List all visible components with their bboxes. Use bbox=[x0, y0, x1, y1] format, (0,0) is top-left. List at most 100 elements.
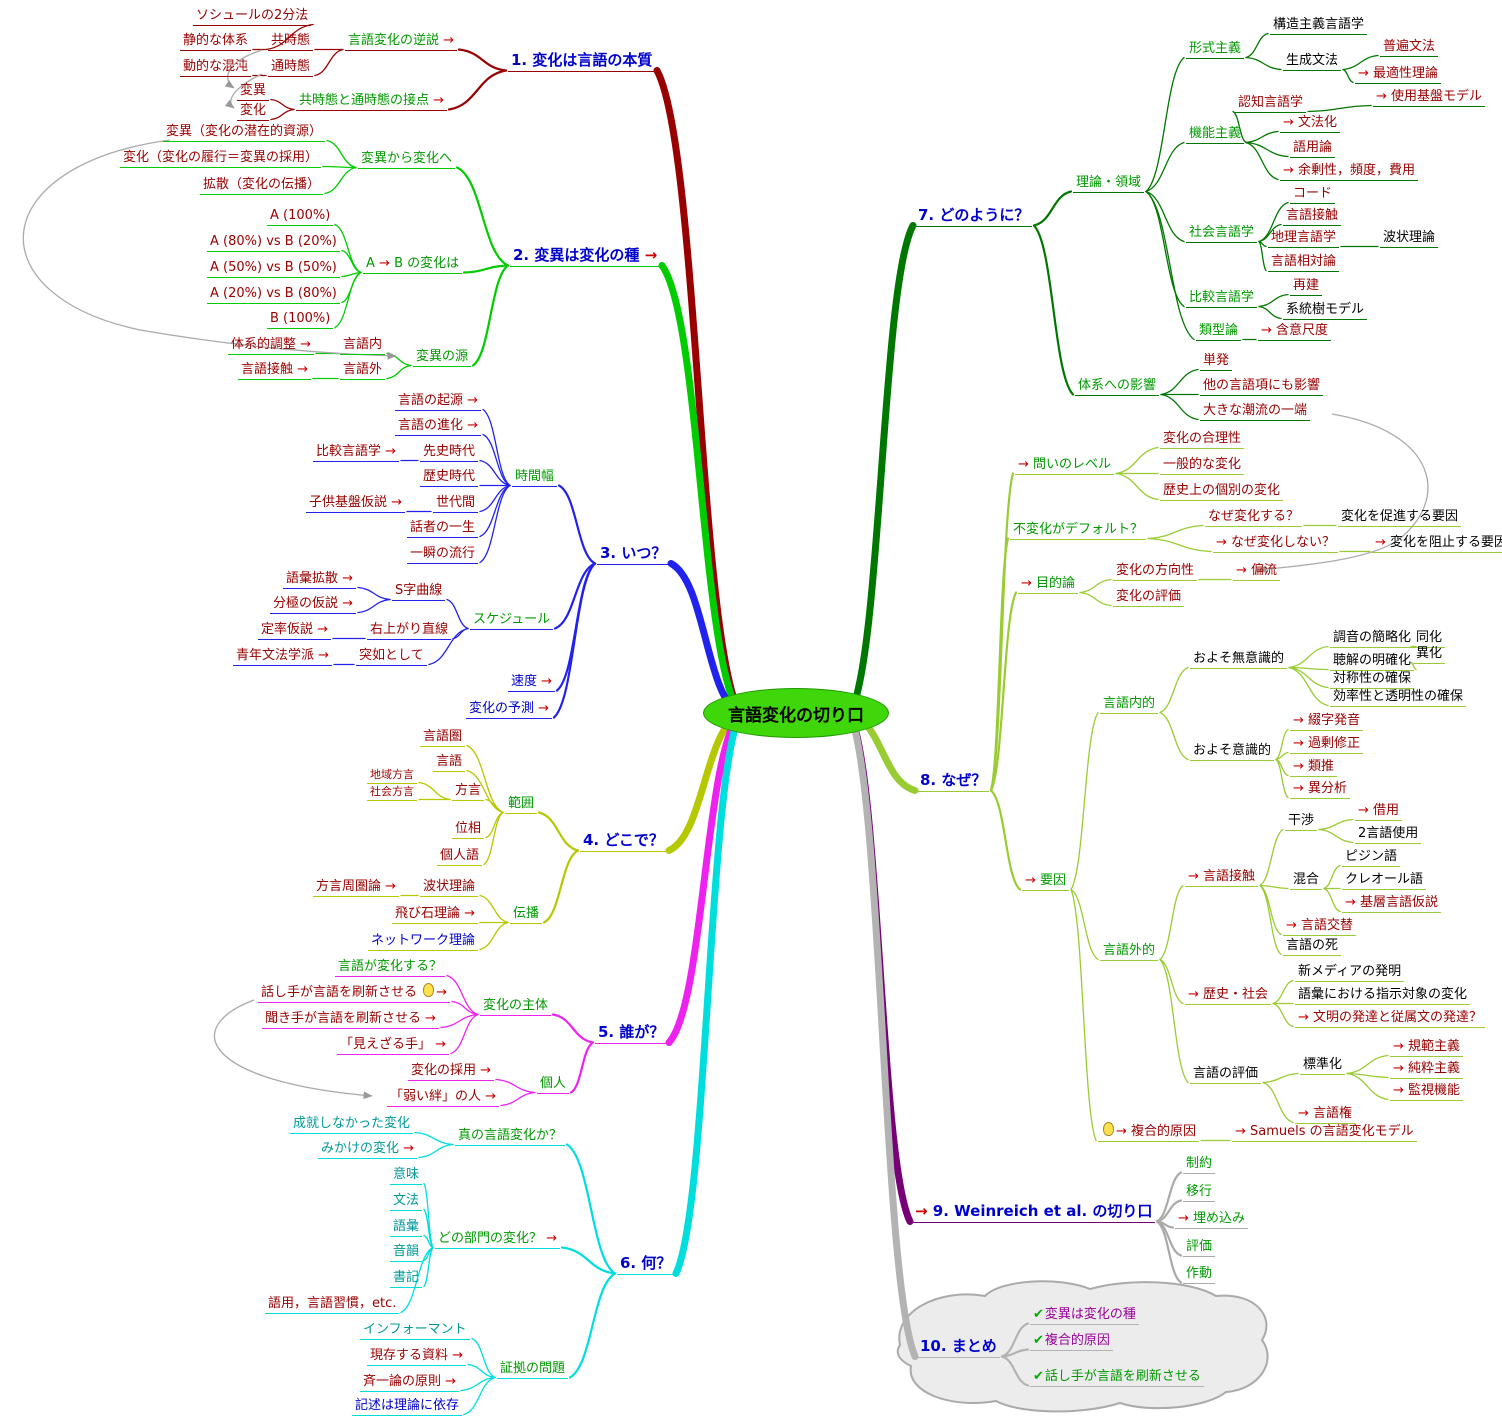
branch-8-node[interactable]: 8. なぜ？ bbox=[917, 770, 990, 792]
mindmap-node[interactable]: 言語の死 bbox=[1283, 936, 1342, 956]
mindmap-node[interactable]: 標準化 bbox=[1300, 1055, 1346, 1075]
mindmap-node[interactable]: 言語接触 bbox=[1283, 206, 1342, 226]
mindmap-node[interactable]: 言語 bbox=[433, 752, 466, 772]
mindmap-node[interactable]: 歴史時代 bbox=[420, 467, 479, 487]
mindmap-node[interactable]: 2言語使用 bbox=[1355, 824, 1422, 844]
mindmap-node[interactable]: 同化 bbox=[1413, 628, 1446, 648]
mindmap-node[interactable]: 時間幅 bbox=[512, 467, 558, 487]
mindmap-node[interactable]: 類型論 bbox=[1196, 321, 1242, 341]
mindmap-node[interactable]: 制約 bbox=[1183, 1154, 1216, 1174]
mindmap-node[interactable]: 波状理論 bbox=[1380, 228, 1439, 248]
mindmap-node[interactable]: 個人 bbox=[537, 1074, 570, 1094]
mindmap-node[interactable]: → 歴史・社会 bbox=[1185, 985, 1272, 1005]
mindmap-node[interactable]: 静的な体系 bbox=[180, 31, 252, 51]
mindmap-node[interactable]: 書記 bbox=[390, 1268, 423, 1288]
mindmap-node[interactable]: 体系への影響 bbox=[1075, 376, 1160, 396]
mindmap-node[interactable]: 作動 bbox=[1183, 1264, 1216, 1284]
mindmap-node[interactable]: 新メディアの発明 bbox=[1295, 962, 1405, 982]
mindmap-node[interactable]: 調音の簡略化 bbox=[1330, 628, 1415, 648]
mindmap-node[interactable]: 分極の仮説 → bbox=[270, 594, 357, 614]
mindmap-node[interactable]: 比較言語学 → bbox=[313, 442, 400, 462]
mindmap-node[interactable]: 話者の一生 bbox=[407, 518, 479, 538]
mindmap-node[interactable]: → 問いのレベル bbox=[1015, 455, 1115, 475]
mindmap-node[interactable]: 斉一論の原則 → bbox=[360, 1372, 460, 1392]
mindmap-node[interactable]: 言語変化の逆説 → bbox=[345, 31, 458, 51]
mindmap-node[interactable]: 変化 bbox=[237, 101, 270, 121]
mindmap-node[interactable]: みかけの変化 → bbox=[318, 1139, 418, 1159]
mindmap-node[interactable]: 言語外 bbox=[340, 360, 386, 380]
mindmap-node[interactable]: A (80%) vs B (20%) bbox=[207, 232, 340, 252]
mindmap-node[interactable]: 単発 bbox=[1200, 351, 1233, 371]
mindmap-node[interactable]: 聞き手が言語を刷新させる → bbox=[262, 1009, 440, 1029]
mindmap-node[interactable]: 異化 bbox=[1413, 644, 1446, 664]
mindmap-node[interactable]: 記述は理論に依存 bbox=[352, 1396, 463, 1416]
mindmap-node[interactable]: 変異の源 bbox=[413, 347, 472, 367]
mindmap-node[interactable]: 通時態 bbox=[268, 57, 314, 77]
branch-5-node[interactable]: 5. 誰が？ bbox=[595, 1022, 668, 1044]
mindmap-node[interactable]: → 目的論 bbox=[1018, 574, 1079, 594]
mindmap-node[interactable]: 変化の合理性 bbox=[1160, 429, 1245, 449]
mindmap-node[interactable]: → 文明の発達と従属文の発達？ bbox=[1295, 1008, 1486, 1028]
mindmap-node[interactable]: 世代間 bbox=[433, 493, 479, 513]
mindmap-node[interactable]: 言語外的 bbox=[1100, 941, 1159, 961]
mindmap-node[interactable]: 定率仮説 → bbox=[258, 620, 332, 640]
mindmap-node[interactable]: 語彙における指示対象の変化 bbox=[1295, 985, 1471, 1005]
root-node[interactable]: 言語変化の切り口 bbox=[703, 688, 889, 738]
mindmap-node[interactable]: およそ意識的 bbox=[1190, 741, 1275, 761]
mindmap-node[interactable]: ✔話し手が言語を刷新させる bbox=[1030, 1367, 1204, 1387]
mindmap-node[interactable]: B (100%) bbox=[267, 309, 334, 329]
mindmap-node[interactable]: 形式主義 bbox=[1186, 39, 1245, 59]
mindmap-node[interactable]: 拡散（変化の伝播） bbox=[200, 175, 324, 195]
mindmap-node[interactable]: → Samuels の言語変化モデル bbox=[1232, 1122, 1417, 1142]
branch-9-node[interactable]: → 9. Weinreich et al. の切り口 bbox=[912, 1201, 1156, 1223]
mindmap-node[interactable]: S字曲線 bbox=[392, 581, 446, 601]
mindmap-node[interactable]: 変異（変化の潜在的資源） bbox=[163, 122, 326, 142]
mindmap-node[interactable]: 大きな潮流の一端 bbox=[1200, 401, 1311, 421]
mindmap-node[interactable]: → 要因 bbox=[1022, 871, 1070, 891]
mindmap-node[interactable]: → 偏流 bbox=[1233, 561, 1281, 581]
mindmap-node[interactable]: 対称性の確保 bbox=[1330, 669, 1415, 689]
mindmap-node[interactable]: 共時態 bbox=[268, 31, 314, 51]
mindmap-node[interactable]: 社会言語学 bbox=[1186, 223, 1258, 243]
mindmap-node[interactable]: 右上がり直線 bbox=[367, 620, 452, 640]
mindmap-node[interactable]: 系統樹モデル bbox=[1283, 300, 1368, 320]
mindmap-node[interactable]: 速度 → bbox=[508, 672, 556, 692]
mindmap-node[interactable]: 成就しなかった変化 bbox=[290, 1114, 414, 1134]
mindmap-node[interactable]: 言語接触 → bbox=[238, 360, 312, 380]
mindmap-node[interactable]: 語彙拡散 → bbox=[283, 569, 357, 589]
mindmap-node[interactable]: → 過剰修正 bbox=[1290, 734, 1364, 754]
mindmap-node[interactable]: 語彙 bbox=[390, 1217, 423, 1237]
branch-2-node[interactable]: 2. 変異は変化の種 → bbox=[510, 245, 661, 267]
mindmap-node[interactable]: 変化（変化の履行＝変異の採用） bbox=[120, 148, 322, 168]
mindmap-node[interactable]: 音韻 bbox=[390, 1242, 423, 1262]
mindmap-node[interactable]: 他の言語項にも影響 bbox=[1200, 376, 1324, 396]
mindmap-node[interactable]: 言語の進化 → bbox=[395, 416, 482, 436]
mindmap-node[interactable]: → 最適性理論 bbox=[1355, 64, 1442, 84]
mindmap-node[interactable]: → 基層言語仮説 bbox=[1342, 893, 1442, 913]
mindmap-node[interactable]: 個人語 bbox=[437, 846, 483, 866]
mindmap-node[interactable]: 効率性と透明性の確保 bbox=[1330, 687, 1467, 707]
mindmap-node[interactable]: 方言周圏論 → bbox=[313, 877, 400, 897]
mindmap-node[interactable]: 不変化がデフォルト？ bbox=[1010, 520, 1147, 540]
mindmap-node[interactable]: → 余剰性，頻度，費用 bbox=[1280, 161, 1419, 181]
mindmap-node[interactable]: 変化の評価 bbox=[1113, 587, 1185, 607]
mindmap-node[interactable]: → 類推 bbox=[1290, 757, 1338, 777]
mindmap-node[interactable]: 体系的調整 → bbox=[228, 335, 315, 355]
mindmap-node[interactable]: 地理言語学 bbox=[1268, 228, 1340, 248]
mindmap-node[interactable]: → 純粋主義 bbox=[1390, 1059, 1464, 1079]
mindmap-node[interactable]: 子供基盤仮説 → bbox=[306, 493, 406, 513]
mindmap-node[interactable]: 先史時代 bbox=[420, 442, 479, 462]
mindmap-node[interactable]: 再建 bbox=[1290, 276, 1323, 296]
mindmap-node[interactable]: → 言語権 bbox=[1295, 1104, 1356, 1124]
mindmap-node[interactable]: 変化の採用 → bbox=[408, 1061, 495, 1081]
mindmap-node[interactable]: 聴解の明確化 bbox=[1330, 651, 1415, 671]
mindmap-node[interactable]: 評価 bbox=[1183, 1237, 1216, 1257]
mindmap-node[interactable]: → 異分析 bbox=[1290, 779, 1351, 799]
mindmap-node[interactable]: → 綴字発音 bbox=[1290, 711, 1364, 731]
mindmap-node[interactable]: 変化の方向性 bbox=[1113, 561, 1198, 581]
branch-7-node[interactable]: 7. どのように？ bbox=[915, 205, 1033, 227]
mindmap-node[interactable]: ✔変異は変化の種 bbox=[1030, 1305, 1139, 1325]
mindmap-node[interactable]: ソシュールの2分法 bbox=[193, 6, 312, 26]
mindmap-node[interactable]: → 言語接触 bbox=[1185, 867, 1259, 887]
mindmap-node[interactable]: 言語内 bbox=[340, 335, 386, 355]
